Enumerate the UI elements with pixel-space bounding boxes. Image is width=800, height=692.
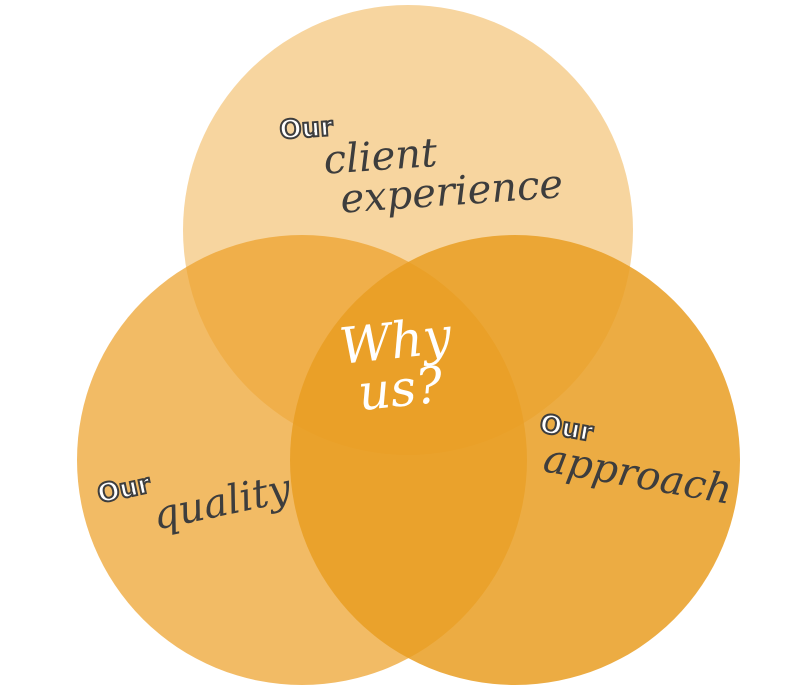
circle-approach (290, 235, 740, 685)
center-label: Why us? (336, 306, 455, 422)
label-client-experience: Our client experience (278, 111, 565, 223)
